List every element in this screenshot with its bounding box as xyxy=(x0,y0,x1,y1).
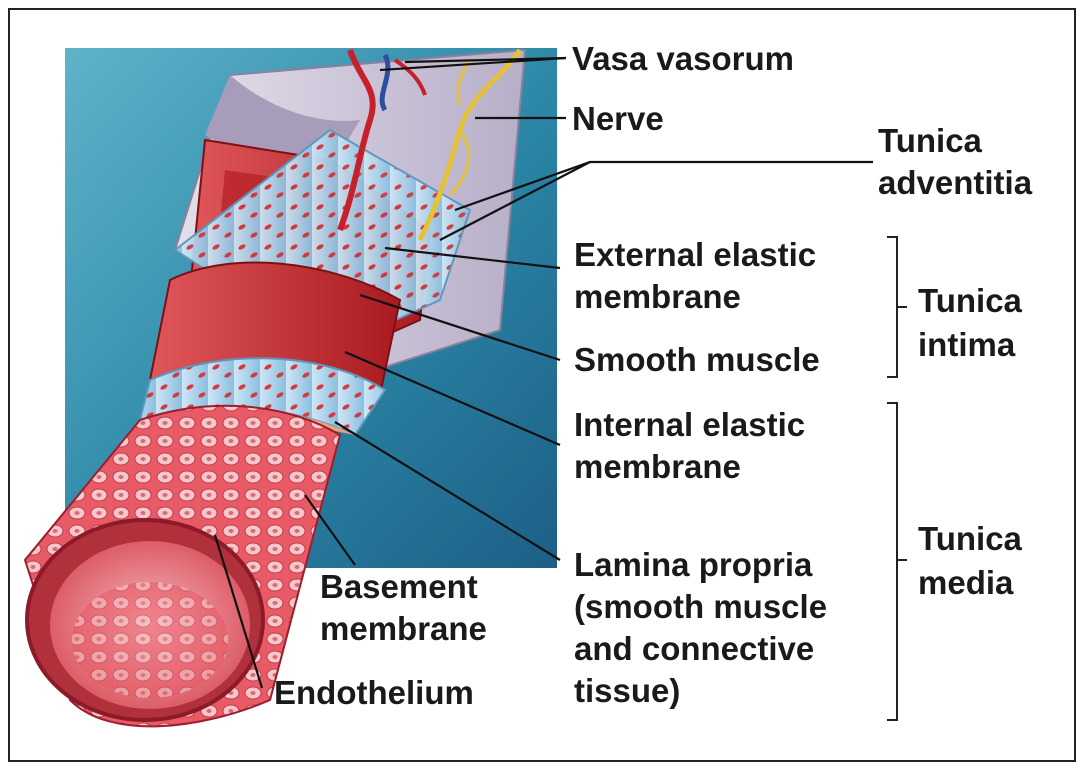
label-tunica-media-line1: Tunica xyxy=(918,520,1022,558)
label-smooth-muscle: Smooth muscle xyxy=(574,341,820,379)
label-lamina-propria-line4: tissue) xyxy=(574,672,680,710)
label-internal-elastic-line1: Internal elastic xyxy=(574,406,805,444)
bracket-tunica-intima xyxy=(887,237,897,377)
label-tunica-media-line2: media xyxy=(918,564,1013,602)
label-external-elastic-line1: External elastic xyxy=(574,236,816,274)
label-lamina-propria-line1: Lamina propria xyxy=(574,546,812,584)
label-internal-elastic-line2: membrane xyxy=(574,448,741,486)
label-lamina-propria-line2: (smooth muscle xyxy=(574,588,827,626)
label-external-elastic-line2: membrane xyxy=(574,278,741,316)
label-lamina-propria-line3: and connective xyxy=(574,630,814,668)
label-basement-membrane-line1: Basement xyxy=(320,568,478,606)
bracket-tunica-media xyxy=(887,403,897,720)
label-nerve: Nerve xyxy=(572,100,664,138)
label-endothelium: Endothelium xyxy=(274,674,474,712)
label-tunica-intima-line1: Tunica xyxy=(918,282,1022,320)
label-tunica-adventitia-line2: adventitia xyxy=(878,164,1032,202)
label-basement-membrane-line2: membrane xyxy=(320,610,487,648)
label-vasa-vasorum: Vasa vasorum xyxy=(572,40,794,78)
label-tunica-adventitia-line1: Tunica xyxy=(878,122,982,160)
label-tunica-intima-line2: intima xyxy=(918,326,1015,364)
